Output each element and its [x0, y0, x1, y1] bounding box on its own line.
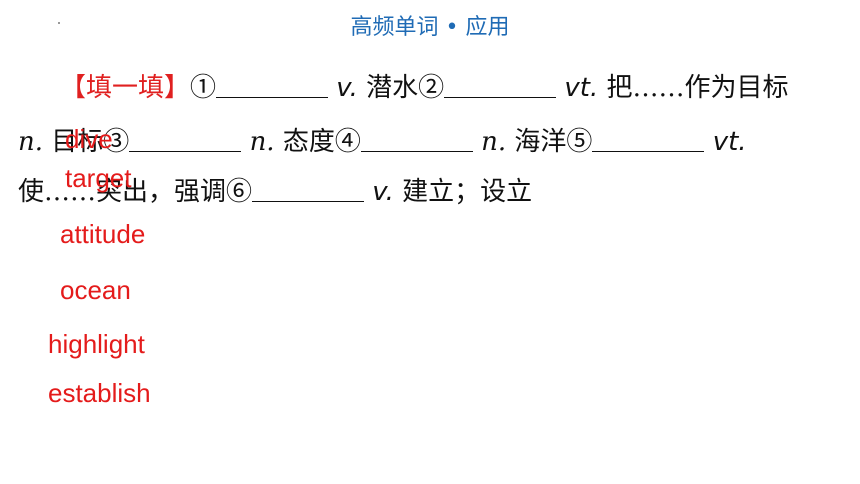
pos-7: v. [372, 177, 394, 207]
exercise-line-3: 使……突出，强调⑥ v. 建立；设立 [18, 175, 532, 209]
meaning-2: 把……作为目标 [598, 73, 789, 103]
pos-3: n. [18, 127, 44, 157]
meaning-1: 潜水 [357, 73, 419, 103]
meaning-6: 使……突出，强调 [18, 177, 227, 207]
number-1: ① [190, 73, 217, 103]
meaning-5: 海洋 [506, 127, 567, 157]
answer-establish: establish [48, 378, 151, 408]
number-2: ② [418, 73, 445, 103]
answer-dive: dive [65, 124, 113, 154]
exercise-line-1: 【填一填】① v. 潜水② vt. 把……作为目标 [60, 71, 789, 105]
pos-4: n. [249, 127, 275, 157]
pos-1: v. [336, 73, 358, 103]
answer-ocean: ocean [60, 275, 131, 305]
number-6: ⑥ [226, 177, 253, 207]
answer-target: target [65, 163, 132, 193]
page-title: 高频单词 • 应用 [350, 15, 510, 40]
meaning-4: 态度 [274, 127, 335, 157]
number-4: ④ [334, 127, 361, 157]
number-5: ⑤ [566, 127, 593, 157]
decorative-dot [58, 22, 60, 24]
answer-attitude: attitude [60, 219, 146, 249]
meaning-3: 目标 [43, 127, 104, 157]
blank-5[interactable] [592, 127, 705, 152]
blank-4[interactable] [360, 127, 473, 152]
blank-1[interactable] [216, 73, 329, 98]
pos-6: vt. [712, 127, 747, 157]
pos-2: vt. [564, 73, 599, 103]
blank-2[interactable] [444, 73, 557, 98]
meaning-7: 建立；设立 [393, 177, 533, 207]
exercise-label: 【填一填】 [60, 73, 191, 103]
answer-highlight: highlight [48, 329, 145, 359]
blank-6[interactable] [252, 177, 365, 202]
number-3: ③ [103, 127, 130, 157]
pos-5: n. [481, 127, 507, 157]
exercise-line-2: n. 目标③ n. 态度④ n. 海洋⑤ vt. [18, 125, 747, 159]
blank-3[interactable] [129, 127, 242, 152]
